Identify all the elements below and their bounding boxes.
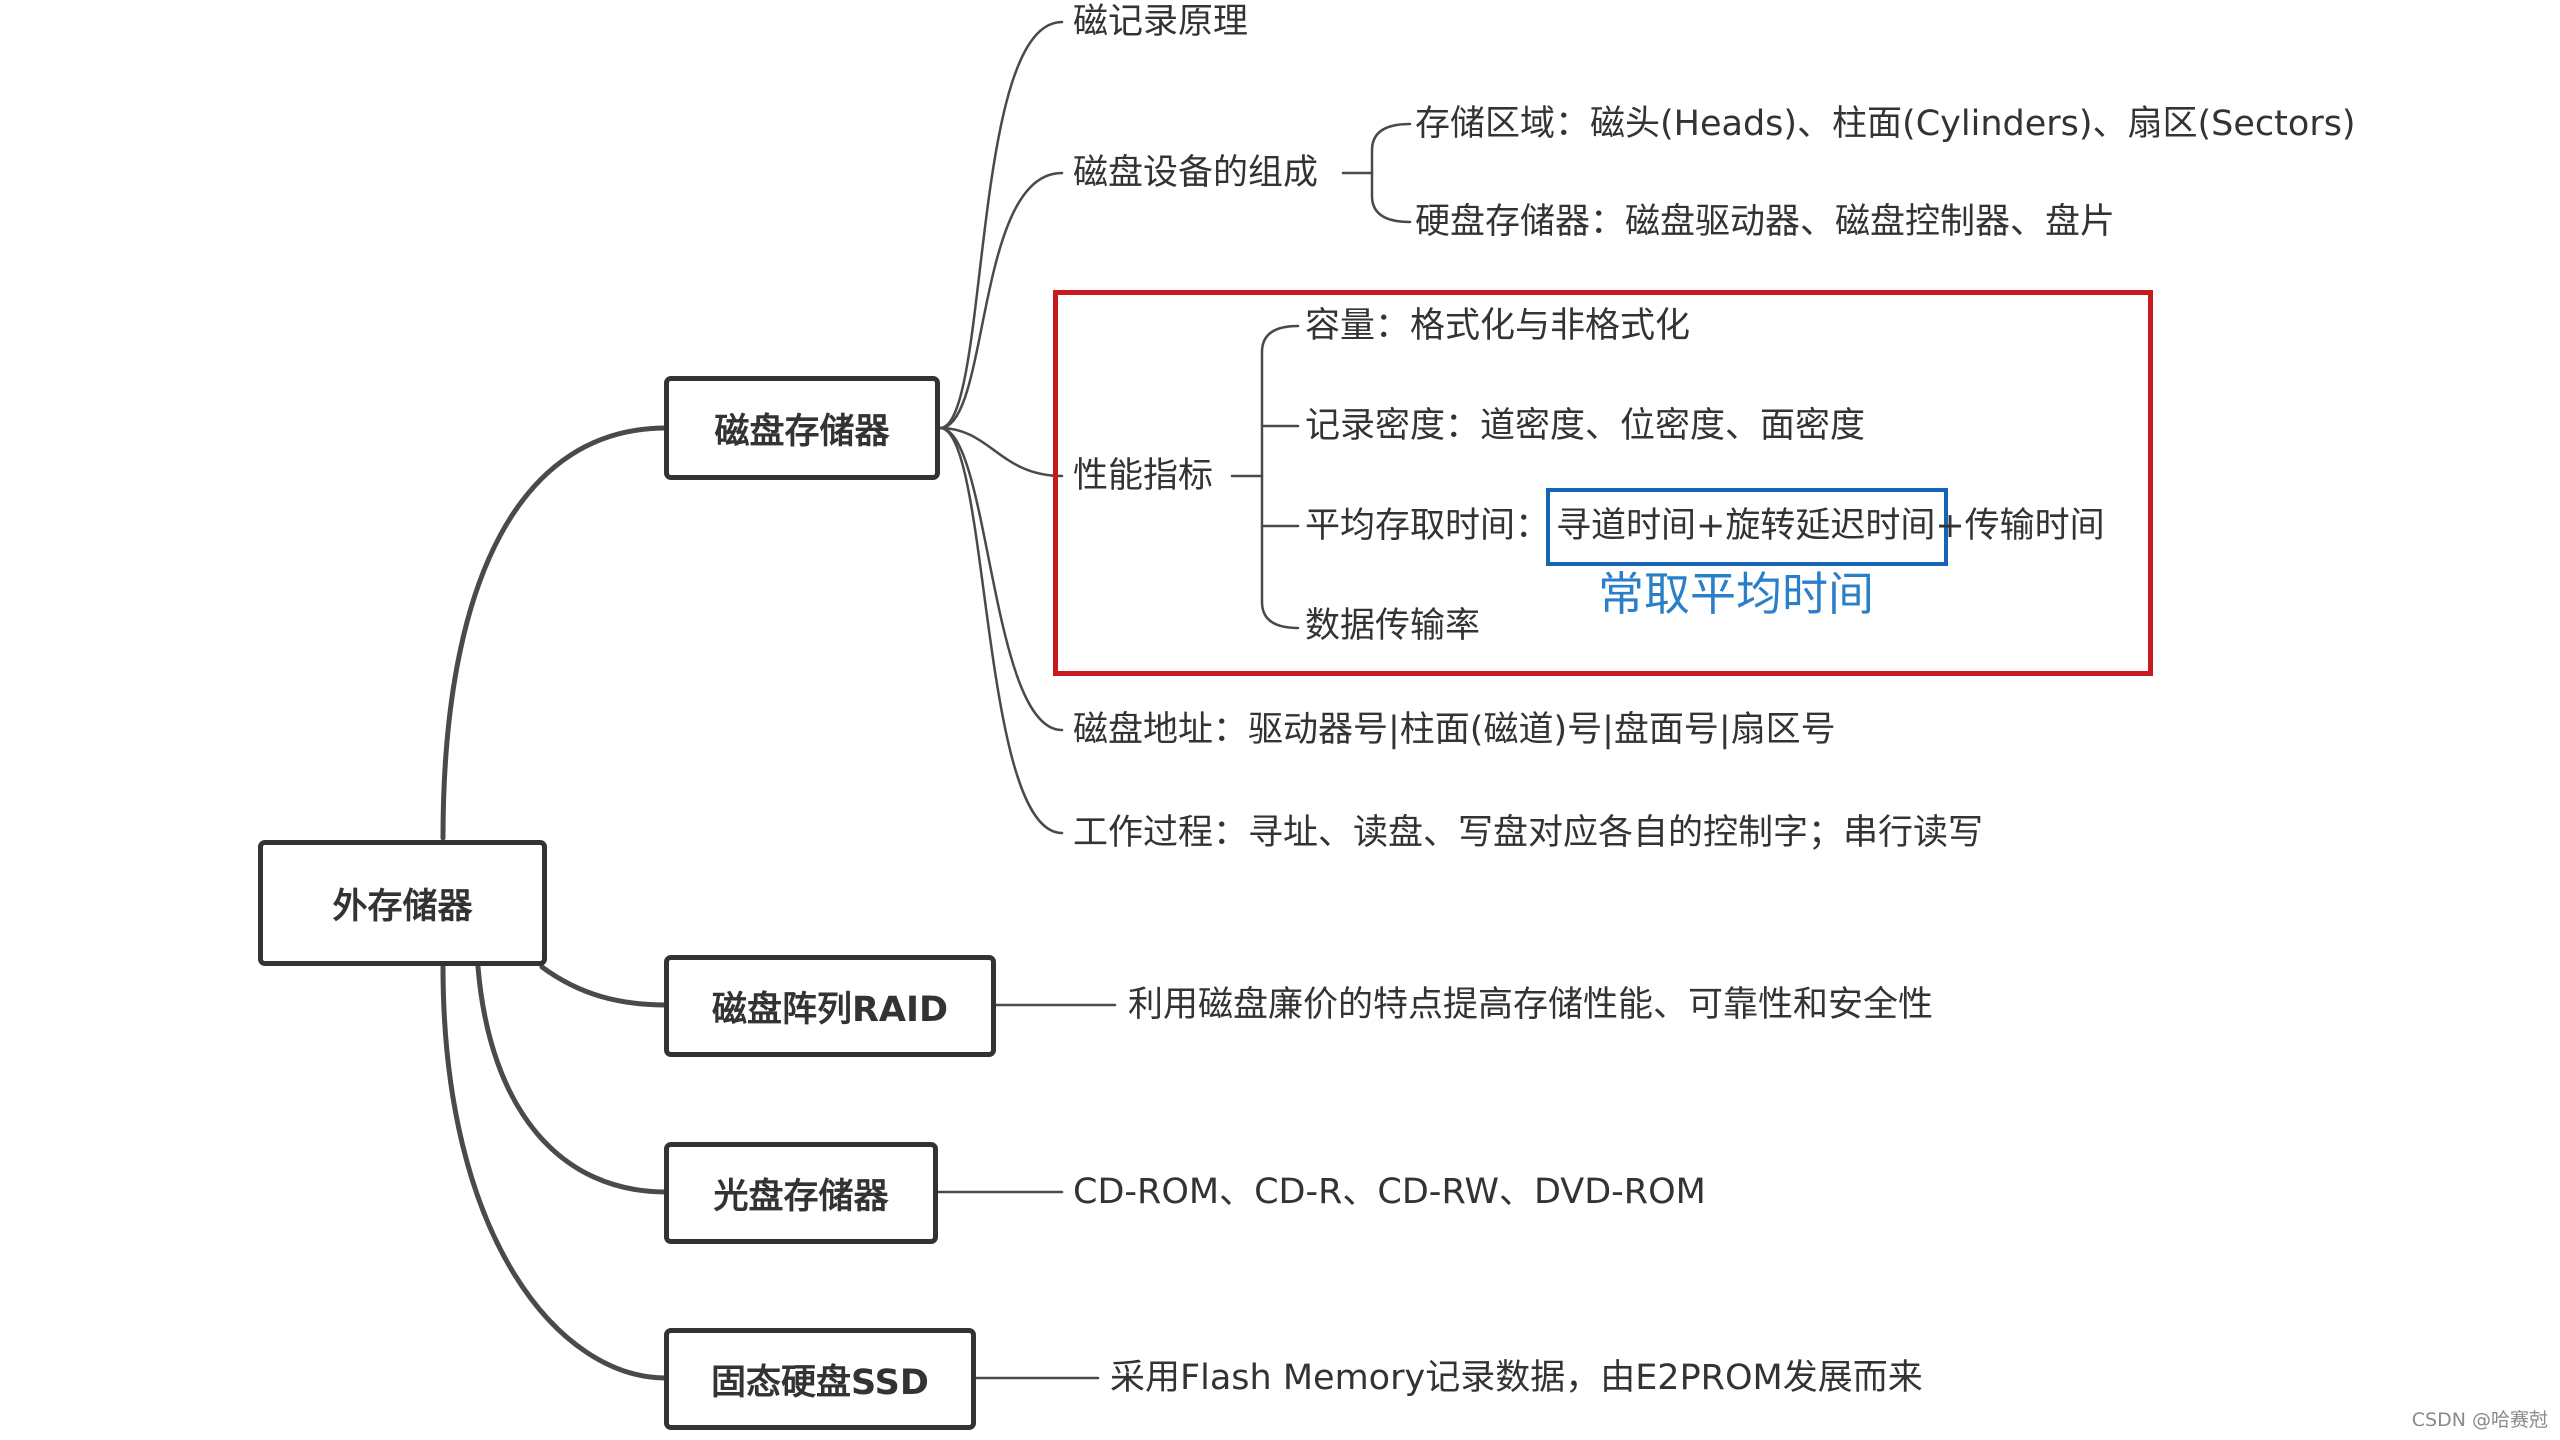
access-time-suffix: +传输时间 <box>1935 506 2105 546</box>
branch-optical-node[interactable]: 光盘存储器 <box>664 1142 938 1244</box>
branch-ssd-node[interactable]: 固态硬盘SSD <box>664 1328 976 1430</box>
link-root-optical <box>475 964 669 1195</box>
node-capacity[interactable]: 容量：格式化与非格式化 <box>1305 306 1691 346</box>
node-process[interactable]: 工作过程：寻址、读盘、写盘对应各自的控制字；串行读写 <box>1073 813 1984 853</box>
link-disk-process <box>938 426 1064 835</box>
node-transfer-rate[interactable]: 数据传输率 <box>1305 606 1481 646</box>
node-ssd-detail[interactable]: 采用Flash Memory记录数据，由E2PROM发展而来 <box>1110 1358 1923 1398</box>
link-performance-bracket <box>1260 324 1300 630</box>
link-disk-performance <box>938 426 1064 478</box>
average-time-note: 常取平均时间 <box>1598 567 1874 621</box>
node-storage-area[interactable]: 存储区域：磁头(Heads)、柱面(Cylinders)、扇区(Sectors) <box>1415 104 2356 144</box>
node-performance[interactable]: 性能指标 <box>1073 456 1214 496</box>
root-node[interactable]: 外存储器 <box>258 840 547 966</box>
branch-disk-node[interactable]: 磁盘存储器 <box>664 376 940 480</box>
watermark: CSDN @哈赛尅 <box>2411 1409 2548 1431</box>
link-root-raid <box>539 964 669 1008</box>
performance-highlight-frame <box>1053 290 2153 676</box>
branch-raid-node[interactable]: 磁盘阵列RAID <box>664 955 996 1057</box>
node-access-time[interactable]: 平均存取时间：寻道时间+旋转延迟时间+传输时间 <box>1305 504 2105 548</box>
link-composition-bracket <box>1370 122 1412 224</box>
link-disk-composition <box>938 171 1064 430</box>
node-address[interactable]: 磁盘地址：驱动器号|柱面(磁道)号|盘面号|扇区号 <box>1073 710 1836 750</box>
node-hdd[interactable]: 硬盘存储器：磁盘驱动器、磁盘控制器、盘片 <box>1415 202 2116 242</box>
link-root-ssd <box>440 964 669 1381</box>
link-disk-address <box>938 426 1064 732</box>
seek-rotation-highlight-frame <box>1546 488 1948 566</box>
node-principle[interactable]: 磁记录原理 <box>1073 2 1249 42</box>
node-raid-detail[interactable]: 利用磁盘廉价的特点提高存储性能、可靠性和安全性 <box>1128 985 1934 1025</box>
link-disk-principle <box>938 20 1064 430</box>
node-optical-detail[interactable]: CD-ROM、CD-R、CD-RW、DVD-ROM <box>1073 1172 1706 1212</box>
link-root-disk <box>440 425 669 841</box>
node-density[interactable]: 记录密度：道密度、位密度、面密度 <box>1305 406 1866 446</box>
node-composition[interactable]: 磁盘设备的组成 <box>1073 153 1319 193</box>
access-time-highlight: 寻道时间+旋转延迟时间 <box>1556 506 1936 546</box>
access-time-prefix: 平均存取时间： <box>1305 506 1551 546</box>
